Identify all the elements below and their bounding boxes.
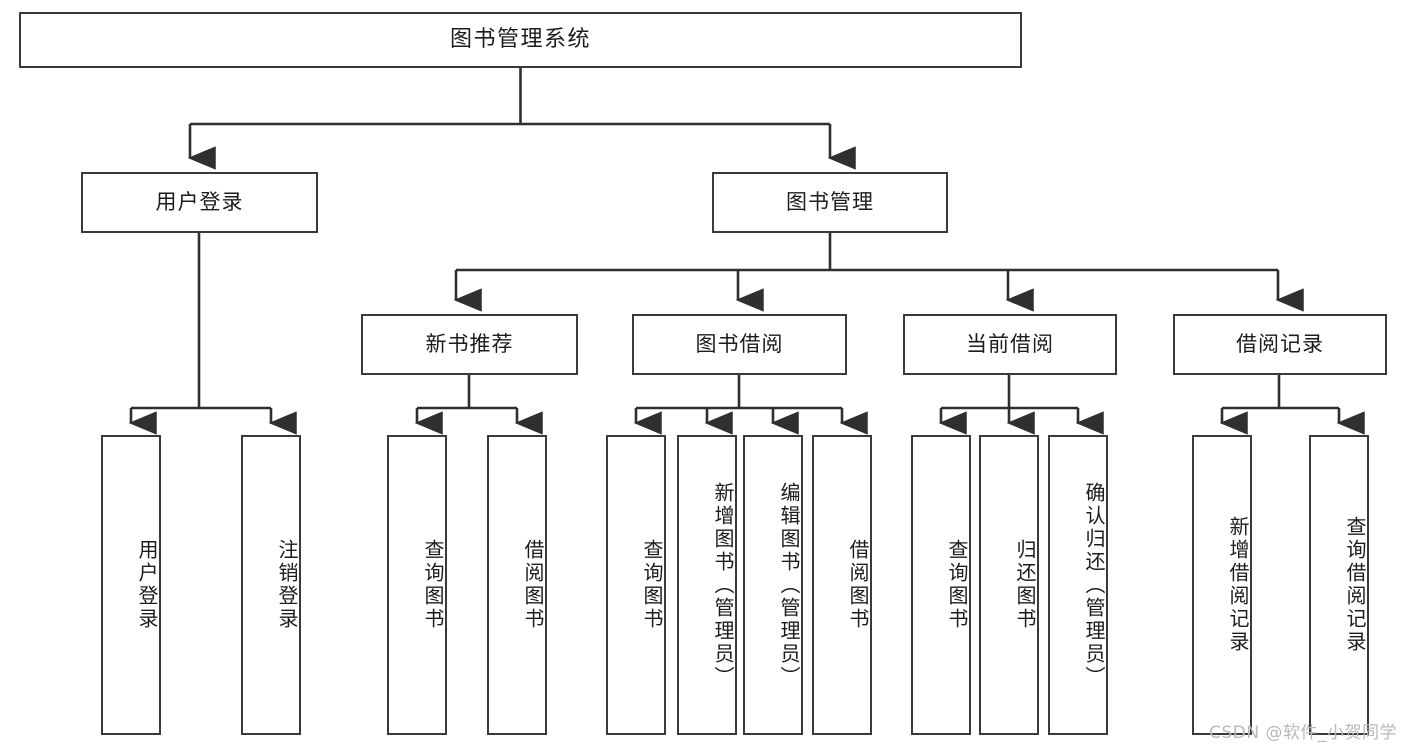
leaf-borrow-add-book-admin[interactable]: 新增图书（管理员） [677, 435, 737, 735]
leaf-current-confirm-return-admin[interactable]: 确认归还（管理员） [1048, 435, 1108, 735]
leaf-borrow-query-book[interactable]: 查询图书 [606, 435, 666, 735]
node-new-book-recommend[interactable]: 新书推荐 [361, 314, 578, 375]
leaf-recommend-query-book[interactable]: 查询图书 [387, 435, 447, 735]
leaf-user-login-signout[interactable]: 注销登录 [241, 435, 301, 735]
leaf-borrow-edit-book-admin[interactable]: 编辑图书（管理员） [743, 435, 803, 735]
node-book-borrow[interactable]: 图书借阅 [632, 314, 847, 375]
leaf-borrow-borrow-book[interactable]: 借阅图书 [812, 435, 872, 735]
node-root-system[interactable]: 图书管理系统 [19, 12, 1022, 68]
leaf-record-query-record[interactable]: 查询借阅记录 [1309, 435, 1369, 735]
node-borrow-record[interactable]: 借阅记录 [1173, 314, 1387, 375]
leaf-recommend-borrow-book[interactable]: 借阅图书 [487, 435, 547, 735]
leaf-user-login-signin[interactable]: 用户登录 [101, 435, 161, 735]
node-book-management[interactable]: 图书管理 [712, 172, 948, 233]
csdn-watermark: CSDN @软件_小贺同学 [1209, 723, 1397, 743]
node-current-borrow[interactable]: 当前借阅 [903, 314, 1117, 375]
node-user-login[interactable]: 用户登录 [81, 172, 318, 233]
leaf-current-return-book[interactable]: 归还图书 [979, 435, 1039, 735]
leaf-current-query-book[interactable]: 查询图书 [911, 435, 971, 735]
leaf-record-add-record[interactable]: 新增借阅记录 [1192, 435, 1252, 735]
